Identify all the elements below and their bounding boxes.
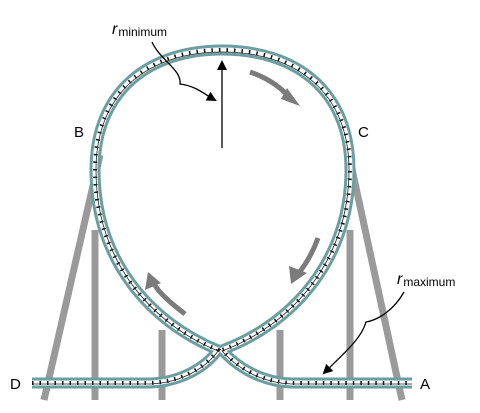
r-maximum-label: rmaximum	[397, 271, 455, 289]
curved-arrow-icon	[249, 69, 300, 106]
point-c-label: C	[358, 124, 369, 141]
track-rail	[32, 47, 412, 386]
support-leg-left-slanted	[40, 154, 104, 401]
coaster-track	[32, 44, 412, 389]
track-inner-line	[32, 51, 412, 385]
curved-arrow-icon	[289, 237, 321, 284]
r-minimum-indicator: rminimum	[112, 21, 227, 148]
point-d-label: D	[10, 376, 21, 393]
r-maximum-pointer	[322, 291, 405, 375]
point-a-label: A	[420, 376, 430, 393]
support-leg-right-slanted	[346, 159, 406, 401]
r-minimum-pointer	[151, 41, 217, 101]
direction-arrows	[145, 69, 321, 316]
r-maximum-indicator: rmaximum	[322, 271, 455, 375]
point-b-label: B	[74, 124, 84, 141]
r-minimum-label: rminimum	[112, 21, 167, 39]
support-structure	[40, 154, 406, 401]
curved-arrow-icon	[145, 272, 187, 316]
